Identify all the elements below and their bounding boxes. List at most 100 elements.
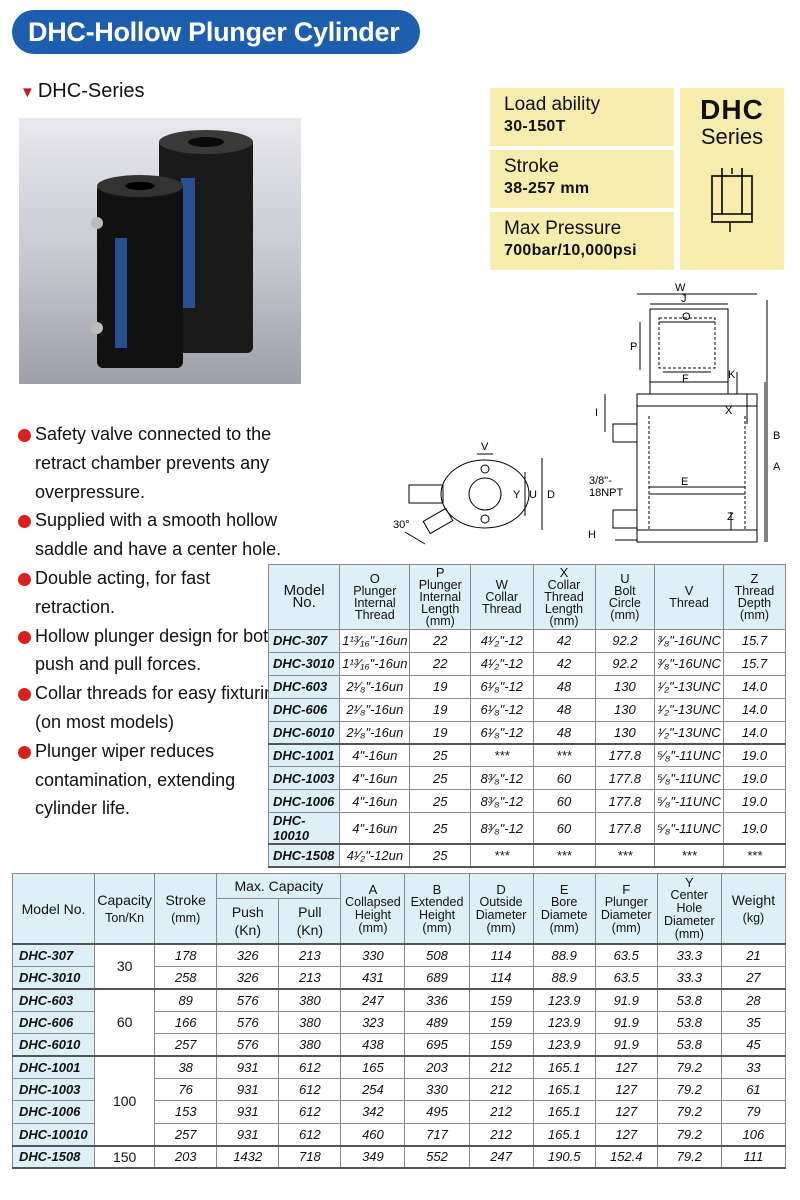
- series-badge-text: Series: [700, 124, 764, 149]
- col-model-no: Model No.: [11, 873, 96, 945]
- capacity-cell: 60: [94, 987, 156, 1057]
- table-cell: 91.9: [594, 1033, 658, 1057]
- table-cell: 330: [340, 942, 406, 967]
- table-cell: ¹⁄₂"-13UNC: [654, 674, 724, 699]
- table-cell: 247: [340, 987, 406, 1012]
- table-cell: 612: [278, 1077, 342, 1102]
- table-cell: 1¹³⁄₁₆"-16un: [339, 629, 411, 653]
- table-cell: 19.0: [722, 766, 787, 791]
- table-cell: 25: [409, 789, 472, 814]
- model-cell: DHC-606: [11, 1010, 96, 1035]
- feature-text: Double acting, for fast retraction.: [35, 567, 211, 617]
- table-cell: 111: [720, 1144, 787, 1169]
- dim-w-label: W: [675, 282, 686, 294]
- table-cell: 4¹⁄₂"-12un: [339, 843, 411, 869]
- table-cell: 460: [340, 1122, 406, 1147]
- table-cell: 254: [340, 1077, 406, 1102]
- spec-value: 700bar/10,000psi: [504, 242, 637, 259]
- technical-drawing: W J O P F K X B A I E Z H V Y U D 30° 3/…: [393, 282, 781, 545]
- feature-item: Safety valve connected to the retract ch…: [18, 420, 288, 506]
- table-cell: 79.2: [656, 1100, 722, 1124]
- table-cell: 177.8: [594, 812, 656, 845]
- table-cell: 53.8: [656, 1010, 722, 1035]
- table-cell: 19.0: [722, 789, 787, 814]
- spec-stroke: Stroke 38-257 mm: [490, 150, 674, 208]
- table-cell: ¹⁄₂"-13UNC: [654, 720, 724, 745]
- table-cell: 76: [154, 1077, 218, 1102]
- table-cell: ***: [470, 742, 534, 768]
- spec-label: Stroke: [504, 156, 559, 177]
- bullet-icon: [18, 572, 31, 586]
- table-cell: 717: [404, 1122, 470, 1147]
- feature-item: Plunger wiper reduces contamination, ext…: [18, 737, 288, 823]
- table-cell: 127: [594, 1054, 658, 1079]
- table-cell: 89: [154, 987, 218, 1012]
- feature-text: Plunger wiper reduces contamination, ext…: [35, 740, 236, 819]
- table-cell: 257: [154, 1033, 218, 1057]
- model-cell: DHC-1508: [11, 1144, 96, 1169]
- table-cell: 177.8: [594, 766, 656, 791]
- table-cell: 33.3: [656, 965, 722, 990]
- model-cell: DHC-1003: [11, 1077, 96, 1102]
- series-badge-code: DHC: [700, 94, 764, 125]
- table-cell: 79.2: [656, 1122, 722, 1147]
- table-cell: 212: [468, 1100, 534, 1124]
- table-cell: 45: [720, 1033, 787, 1057]
- table-cell: 6¹⁄₈"-12: [470, 674, 534, 699]
- table-cell: 612: [278, 1100, 342, 1124]
- model-cell: DHC-1003: [267, 766, 341, 791]
- bullet-icon: [18, 688, 31, 702]
- port-label-2: 18NPT: [589, 487, 624, 499]
- cylinder-symbol-icon: [711, 168, 753, 232]
- spec-value: 30-150T: [504, 118, 566, 135]
- model-cell: DHC-3010: [267, 651, 341, 676]
- table-cell: ⁵⁄₈"-11UNC: [654, 766, 724, 791]
- table-cell: 342: [340, 1100, 406, 1124]
- table-cell: 213: [278, 942, 342, 967]
- table-cell: 38: [154, 1054, 218, 1079]
- table-cell: 689: [404, 965, 470, 990]
- model-cell: DHC-1006: [267, 789, 341, 814]
- table-cell: ³⁄₈"-16UNC: [654, 629, 724, 653]
- bullet-icon: [18, 429, 31, 442]
- table-cell: 247: [468, 1144, 534, 1169]
- bullet-icon: [18, 515, 31, 529]
- table-cell: 326: [216, 942, 280, 967]
- dim-k-label: K: [728, 369, 736, 381]
- table-cell: 438: [340, 1033, 406, 1057]
- table-cell: 28: [720, 987, 787, 1012]
- table-cell: 2¹⁄₈"-16un: [339, 720, 411, 745]
- table-cell: 127: [594, 1077, 658, 1102]
- col-weight: Weight(kg): [720, 873, 787, 945]
- table-cell: 212: [468, 1054, 534, 1079]
- dim-j-label: J: [681, 293, 687, 305]
- table-cell: 165.1: [532, 1122, 596, 1147]
- table-cell: ***: [654, 843, 724, 869]
- table-cell: 336: [404, 987, 470, 1012]
- product-photo: [19, 118, 301, 384]
- table-cell: 19: [409, 720, 472, 745]
- model-cell: DHC-10010: [11, 1122, 96, 1147]
- table-cell: 130: [594, 697, 656, 722]
- table-cell: 576: [216, 1033, 280, 1057]
- table-cell: ***: [594, 843, 656, 869]
- table-cell: 27: [720, 965, 787, 990]
- table-cell: 508: [404, 942, 470, 967]
- capacity-cell: 100: [94, 1054, 156, 1147]
- model-cell: DHC-606: [267, 697, 341, 722]
